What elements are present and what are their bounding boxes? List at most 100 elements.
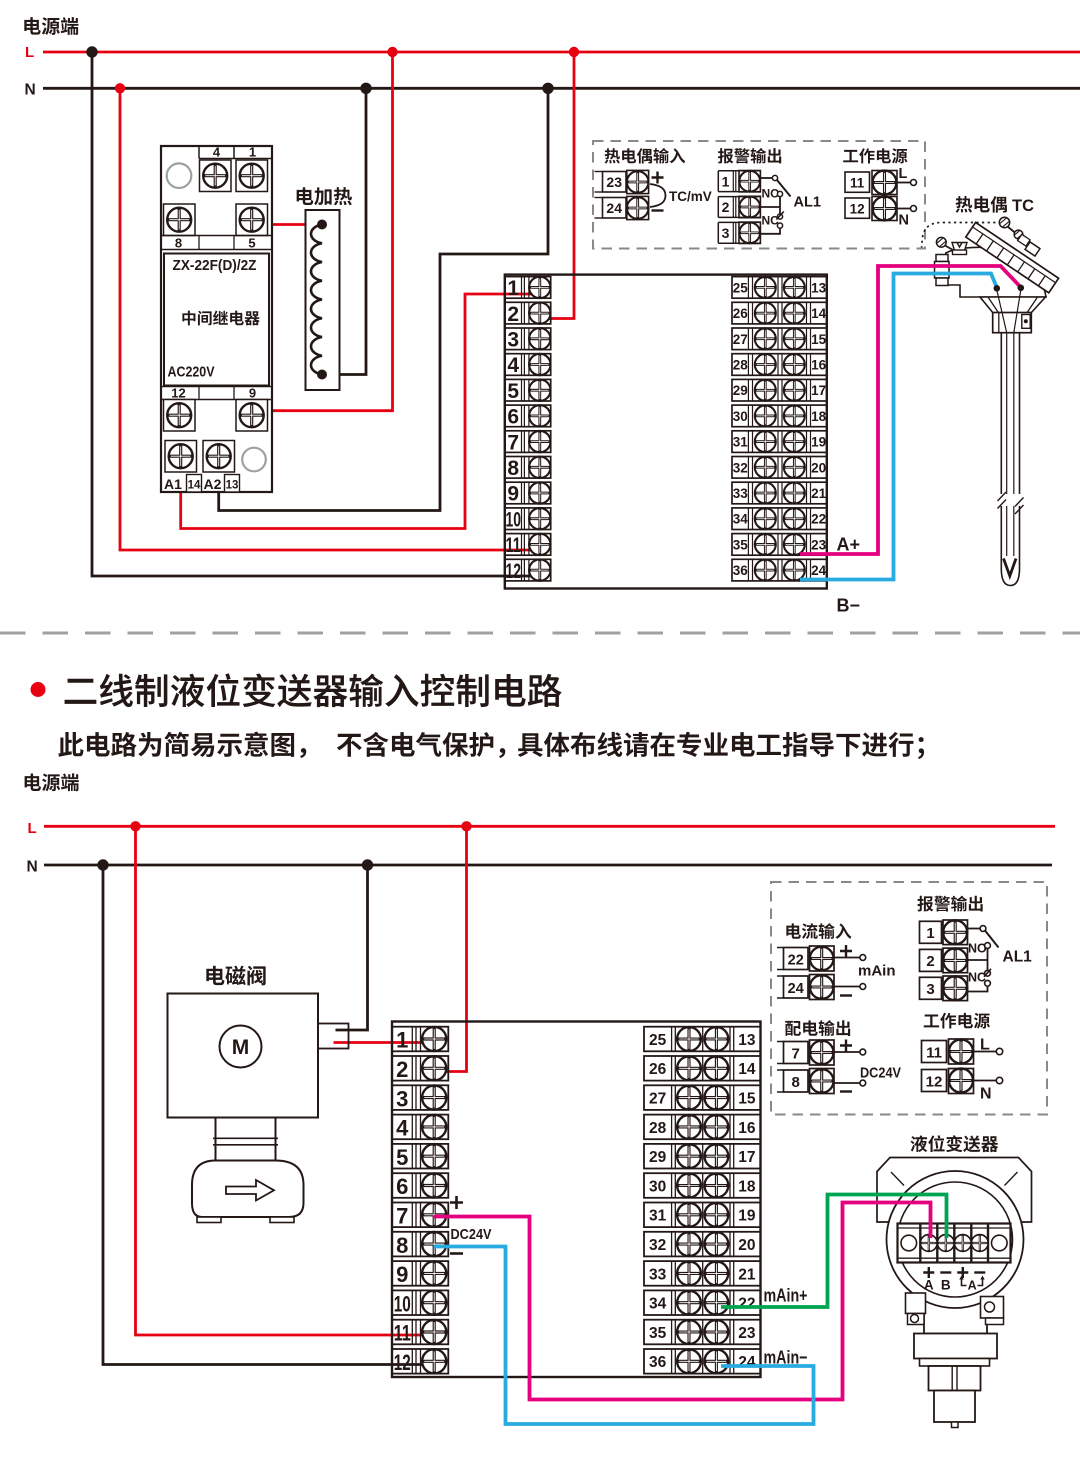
svg-text:A1: A1	[164, 476, 182, 492]
svg-text:18: 18	[738, 1178, 756, 1195]
svg-text:13: 13	[811, 280, 827, 295]
svg-text:16: 16	[738, 1120, 756, 1137]
svg-text:9: 9	[507, 483, 519, 506]
svg-text:A2: A2	[204, 476, 222, 492]
svg-text:16: 16	[811, 358, 827, 373]
svg-text:NO: NO	[968, 942, 987, 956]
svg-text:33: 33	[733, 486, 749, 501]
svg-text:30: 30	[733, 409, 748, 424]
svg-text:24: 24	[788, 981, 804, 997]
svg-text:17: 17	[738, 1149, 755, 1166]
svg-text:22: 22	[738, 1296, 755, 1313]
svg-text:18: 18	[811, 409, 827, 424]
svg-text:A+: A+	[837, 535, 861, 555]
svg-text:8: 8	[175, 236, 182, 251]
svg-text:5: 5	[396, 1145, 408, 1170]
svg-text:M: M	[232, 1036, 250, 1059]
svg-text:9: 9	[396, 1262, 408, 1287]
svg-text:14: 14	[811, 306, 827, 321]
svg-text:19: 19	[811, 435, 826, 450]
svg-text:29: 29	[733, 383, 748, 398]
svg-text:4: 4	[213, 145, 221, 160]
svg-text:NO: NO	[762, 187, 780, 201]
svg-text:mAin+: mAin+	[764, 1285, 808, 1306]
svg-text:L: L	[25, 44, 34, 61]
svg-text:8: 8	[792, 1074, 800, 1091]
svg-text:29: 29	[649, 1149, 667, 1166]
svg-text:L: L	[28, 820, 37, 837]
svg-text:1: 1	[722, 173, 730, 189]
svg-text:27: 27	[733, 332, 748, 347]
svg-text:8: 8	[396, 1233, 408, 1258]
svg-text:L: L	[980, 1037, 990, 1054]
svg-text:DC24V: DC24V	[451, 1226, 492, 1243]
svg-text:5: 5	[507, 380, 519, 403]
svg-text:12: 12	[505, 560, 521, 583]
svg-text:21: 21	[811, 486, 827, 501]
svg-text:31: 31	[733, 435, 749, 450]
svg-text:10: 10	[394, 1291, 411, 1316]
svg-text:2: 2	[722, 199, 730, 215]
svg-text:24: 24	[738, 1354, 756, 1371]
svg-text:NC: NC	[762, 214, 780, 228]
svg-text:11: 11	[926, 1045, 942, 1062]
svg-text:4: 4	[507, 354, 519, 377]
svg-text:mAin−: mAin−	[764, 1347, 808, 1368]
svg-text:3: 3	[722, 225, 730, 241]
svg-text:24: 24	[606, 200, 622, 216]
svg-text:31: 31	[649, 1208, 667, 1225]
svg-text:AL1: AL1	[1003, 949, 1033, 966]
svg-text:26: 26	[649, 1061, 667, 1078]
svg-text:N: N	[899, 213, 909, 229]
svg-text:B−: B−	[837, 596, 861, 616]
svg-text:12: 12	[171, 386, 185, 401]
svg-text:27: 27	[649, 1091, 666, 1108]
svg-text:1: 1	[249, 145, 256, 160]
svg-text:15: 15	[738, 1091, 756, 1108]
svg-text:36: 36	[733, 563, 749, 578]
svg-text:7: 7	[396, 1204, 408, 1229]
svg-text:2: 2	[926, 953, 934, 970]
svg-text:7: 7	[792, 1046, 800, 1063]
svg-text:AL1: AL1	[794, 195, 821, 211]
svg-text:N: N	[980, 1086, 992, 1103]
svg-text:17: 17	[811, 383, 826, 398]
svg-text:25: 25	[733, 280, 749, 295]
svg-text:A: A	[924, 1278, 934, 1293]
svg-text:12: 12	[926, 1074, 943, 1091]
svg-text:3: 3	[396, 1086, 408, 1111]
svg-text:AC220V: AC220V	[168, 364, 215, 381]
svg-text:25: 25	[649, 1032, 667, 1049]
svg-text:DC24V: DC24V	[860, 1065, 901, 1082]
svg-text:B: B	[941, 1278, 951, 1293]
svg-text:20: 20	[738, 1237, 755, 1254]
svg-text:23: 23	[606, 174, 622, 190]
svg-text:1: 1	[396, 1028, 408, 1053]
svg-text:TC: TC	[1012, 197, 1034, 215]
svg-text:32: 32	[649, 1237, 666, 1254]
svg-text:12: 12	[850, 202, 865, 217]
svg-text:15: 15	[811, 332, 827, 347]
svg-text:13: 13	[738, 1032, 756, 1049]
svg-text:11: 11	[850, 176, 865, 191]
svg-text:28: 28	[733, 358, 749, 373]
svg-text:5: 5	[248, 236, 255, 251]
svg-text:3: 3	[926, 981, 934, 998]
svg-text:23: 23	[811, 537, 827, 552]
svg-text:33: 33	[649, 1266, 667, 1283]
svg-text:36: 36	[649, 1354, 667, 1371]
svg-text:35: 35	[649, 1325, 667, 1342]
svg-text:2: 2	[507, 303, 519, 326]
svg-text:22: 22	[788, 953, 804, 969]
svg-text:1: 1	[926, 925, 934, 942]
svg-text:8: 8	[507, 457, 519, 480]
svg-text:28: 28	[649, 1120, 667, 1137]
svg-text:35: 35	[733, 537, 749, 552]
svg-text:11: 11	[394, 1321, 411, 1346]
svg-text:ZX-22F(D)/2Z: ZX-22F(D)/2Z	[173, 257, 257, 274]
svg-text:19: 19	[738, 1208, 756, 1225]
svg-text:22: 22	[811, 512, 826, 527]
svg-text:7: 7	[507, 431, 519, 454]
svg-text:10: 10	[505, 508, 521, 531]
svg-text:32: 32	[733, 460, 748, 475]
